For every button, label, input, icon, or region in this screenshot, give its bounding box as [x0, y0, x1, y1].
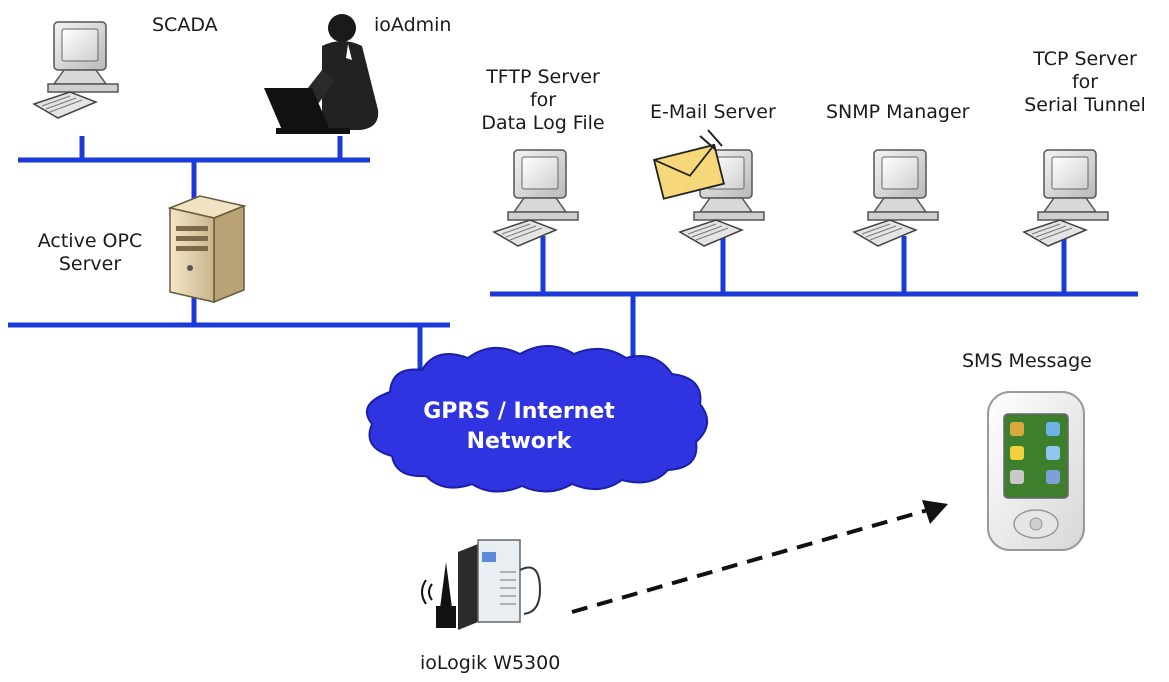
laptop-user-icon	[264, 14, 379, 134]
ioadmin-label: ioAdmin	[374, 14, 452, 36]
opc-server-label: Active OPC Server	[28, 230, 152, 276]
tftp-label-line1: TFTP Server	[486, 66, 600, 88]
tftp-computer-icon	[493, 149, 579, 247]
tcp-label-line2: for	[1071, 71, 1099, 93]
cloud-label-line2: Network	[467, 429, 573, 454]
tcp-computer-icon	[1023, 149, 1109, 247]
tcp-server-label: TCP Server for Serial Tunnel	[1010, 48, 1160, 117]
sms-message-label: SMS Message	[962, 350, 1092, 372]
cloud-label-line1: GPRS / Internet	[423, 399, 615, 424]
tftp-label-line2: for	[529, 89, 557, 111]
dashed-arrow-icon	[571, 500, 948, 614]
snmp-computer-icon	[853, 149, 939, 247]
tftp-label-line3: Data Log File	[481, 112, 605, 134]
iologik-device-icon	[436, 539, 542, 630]
server-tower-icon	[167, 195, 247, 304]
antenna-icon	[421, 579, 433, 605]
cloud-icon	[366, 345, 708, 493]
scada-computer-icon	[33, 21, 119, 119]
smartphone-icon	[987, 391, 1085, 551]
network-lines	[8, 136, 1138, 375]
tcp-label-line1: TCP Server	[1033, 48, 1137, 70]
opc-label-line2: Server	[58, 253, 122, 275]
scada-label: SCADA	[152, 14, 218, 36]
email-server-label: E-Mail Server	[650, 101, 776, 123]
envelope-icon	[652, 129, 725, 200]
opc-label-line1: Active OPC	[37, 230, 143, 252]
tftp-server-label: TFTP Server for Data Log File	[468, 66, 618, 135]
snmp-manager-label: SNMP Manager	[826, 101, 970, 123]
device-label: ioLogik W5300	[420, 652, 561, 674]
tcp-label-line3: Serial Tunnel	[1024, 94, 1146, 116]
